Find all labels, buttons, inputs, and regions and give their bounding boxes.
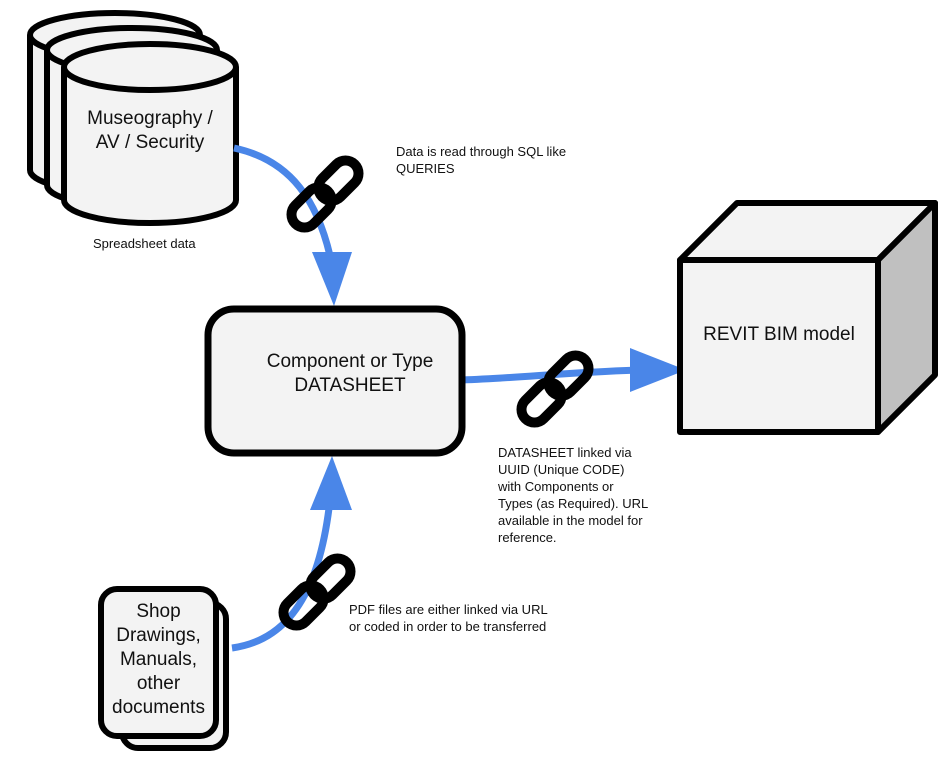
datasheet-label-line1: Component or Type [266,351,434,372]
spreadsheet-label-line1: Museography / [87,108,213,129]
link-icon-sql [286,155,364,233]
arrowhead-up [310,456,352,510]
documents-line: Shop [136,601,181,622]
documents-stack-icon [98,586,229,751]
spreadsheet-label-line2: AV / Security [95,132,205,153]
documents-line: documents [112,697,205,718]
pdf-annotation: PDF files are either linked via URL or c… [349,601,548,635]
sql-annotation-line1: Data is read through SQL like [396,144,567,159]
link-icon-uuid [516,350,594,428]
arrowhead-down [312,252,352,306]
arrowhead-right [630,348,686,392]
sql-annotation: Data is read through SQL like QUERIES [396,143,566,177]
database-stack-icon [27,10,239,226]
datasheet-box [204,305,466,457]
sql-annotation-line2: QUERIES [396,161,455,176]
arrow-documents-to-datasheet [231,499,334,652]
uuid-line: available in the model for [498,513,643,528]
uuid-line: UUID (Unique CODE) [498,462,625,477]
documents-line: Drawings, [116,625,201,646]
cube-icon [677,200,938,435]
datasheet-label: Component or Type DATASHEET [250,350,450,398]
link-icon-pdf [278,553,356,631]
spreadsheet-label: Museography / AV / Security [70,107,230,155]
documents-line: other [136,673,181,694]
uuid-line: DATASHEET linked via [498,445,632,460]
documents-line: Manuals, [119,649,198,670]
documents-label: Shop Drawings, Manuals, other documents [101,600,216,720]
uuid-line: with Components or [498,479,614,494]
pdf-annotation-line1: PDF files are either linked via URL [349,602,548,617]
revit-label: REVIT BIM model [703,324,855,345]
spreadsheet-caption: Spreadsheet data [93,236,196,251]
uuid-annotation: DATASHEET linked via UUID (Unique CODE) … [498,444,648,546]
arrow-spreadsheet-to-datasheet [233,144,337,271]
datasheet-label-line2: DATASHEET [294,375,406,396]
uuid-line: Types (as Required). URL [498,496,649,511]
pdf-annotation-line2: or coded in order to be transferred [349,619,547,634]
uuid-line: reference. [498,530,557,545]
